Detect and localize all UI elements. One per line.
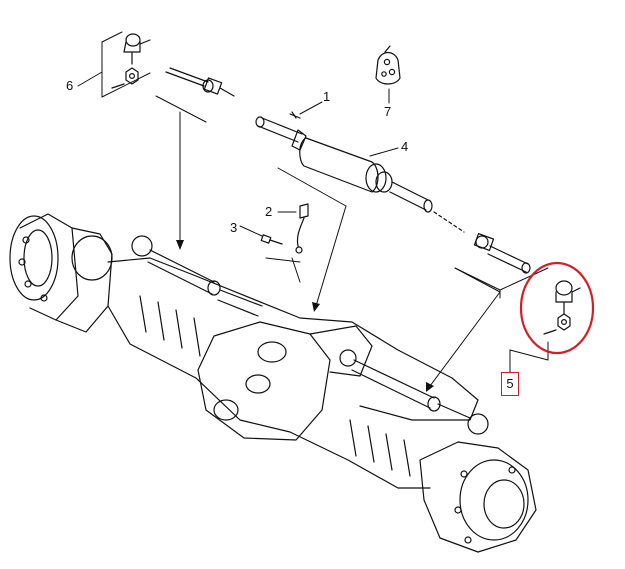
callout-labels: 1 2 3 4 6 7 bbox=[66, 78, 408, 235]
sensor-part-2 bbox=[295, 203, 309, 254]
callout-6: 6 bbox=[66, 78, 73, 93]
callout-5: 5 bbox=[506, 376, 514, 391]
leader-lines bbox=[77, 31, 549, 392]
highlight-circle bbox=[519, 261, 595, 355]
tie-rod-right bbox=[473, 233, 531, 274]
ball-joint-part-5 bbox=[543, 280, 581, 335]
pin-part-1 bbox=[289, 111, 301, 119]
steering-cylinder-part-4 bbox=[165, 67, 465, 233]
callout-4: 4 bbox=[401, 139, 408, 154]
callout-3: 3 bbox=[230, 220, 237, 235]
ball-joint-part-6 bbox=[111, 33, 151, 89]
callout-1: 1 bbox=[323, 89, 330, 104]
bracket-part-7 bbox=[375, 45, 401, 85]
callout-5-box: 5 bbox=[501, 372, 519, 396]
bolt-part-3 bbox=[260, 234, 283, 245]
callout-7: 7 bbox=[384, 104, 391, 119]
callout-2: 2 bbox=[265, 204, 272, 219]
axle-housing bbox=[9, 213, 537, 553]
